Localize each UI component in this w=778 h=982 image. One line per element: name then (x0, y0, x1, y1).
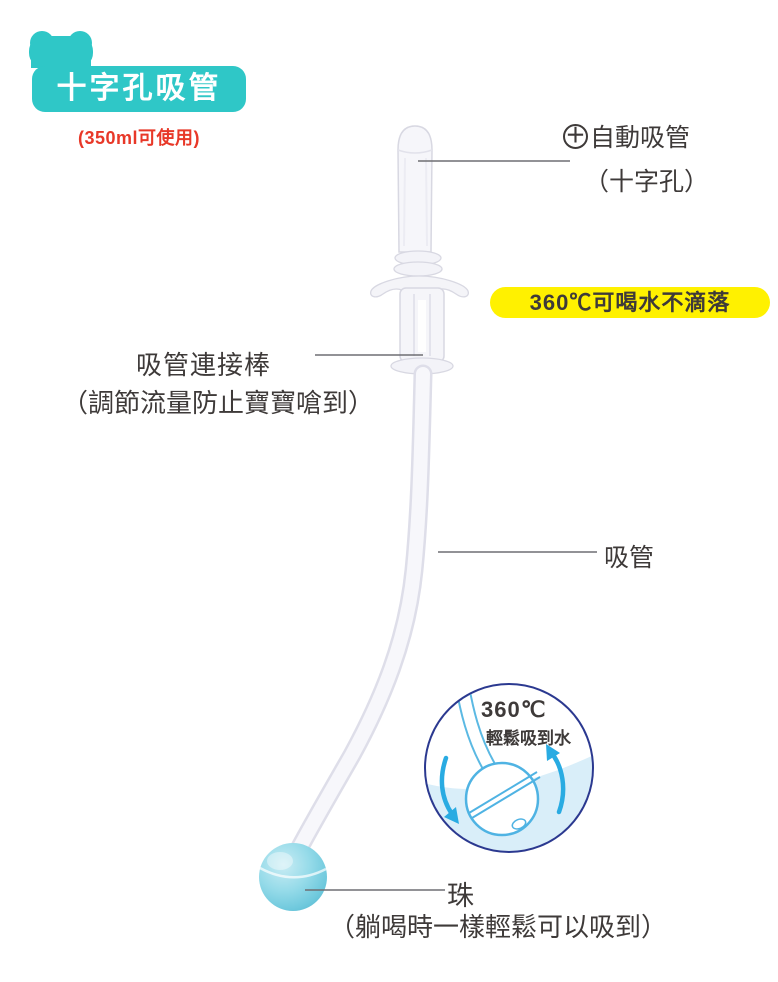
callout-connector-label: 吸管連接棒 (136, 350, 272, 380)
capacity-note: (350ml可使用) (77, 128, 201, 148)
plus-circle-icon: ＋ (563, 123, 588, 149)
inset-caption-label: 輕鬆吸到水 (486, 729, 571, 748)
inset-temp-label: 360℃ (481, 697, 547, 722)
callout-cross-hole: （十字孔） (584, 168, 710, 196)
inset-circle-border (424, 683, 594, 853)
callout-straw-label: 吸管 (604, 544, 655, 572)
callout-connector-sub: （調節流量防止寶寶嗆到） (62, 388, 375, 418)
rotation-arrow-left (439, 755, 459, 824)
inset-ball (464, 761, 541, 837)
callout-auto-straw: ＋ 自動吸管 (563, 118, 690, 154)
collar-rings (393, 250, 443, 277)
silicone-tube (289, 364, 433, 859)
callout-bead-label: 珠 (447, 881, 474, 911)
straw-illustration (259, 125, 469, 911)
auto-straw-label: 自動吸管 (590, 124, 691, 152)
feature-banner: 360℃可喝水不滴落 (490, 287, 770, 318)
product-title-badge: 十字孔吸管 (32, 66, 246, 112)
mouthpiece (397, 125, 433, 253)
connector-body (399, 287, 445, 363)
rotation-arrow-right (546, 744, 566, 815)
inset-diagram (424, 683, 594, 853)
weight-ball (259, 843, 327, 911)
bear-icon (29, 31, 93, 68)
callout-bead-sub: （躺喝時一樣輕鬆可以吸到） (329, 912, 668, 942)
